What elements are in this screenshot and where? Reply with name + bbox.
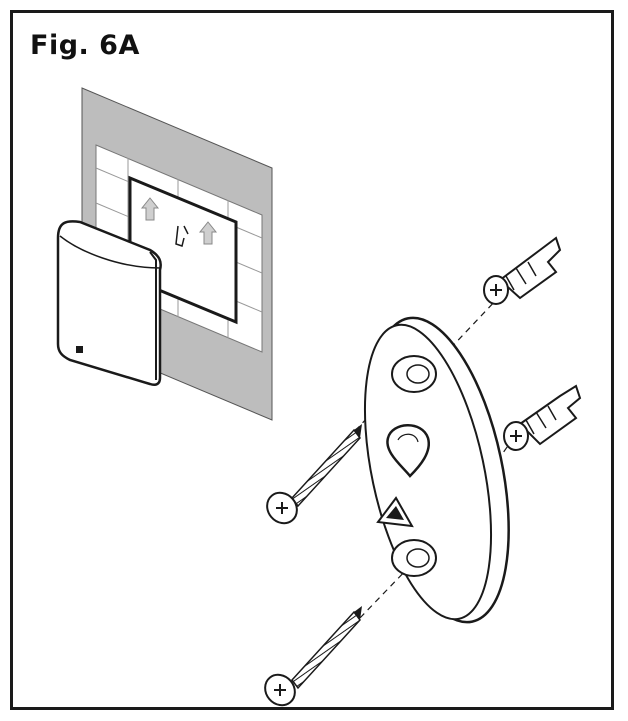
- wall-anchor-bottom: [503, 384, 582, 451]
- sensor-device: [56, 220, 162, 386]
- phillips-head-icon: [276, 502, 288, 514]
- wall-anchor-top: [483, 236, 562, 305]
- bracket-mark-icon: [175, 225, 185, 247]
- status-led: [76, 346, 83, 353]
- keyhole-slot: [386, 424, 431, 478]
- upper-screw-hole: [391, 355, 437, 393]
- figure-title: Fig. 6A: [30, 30, 140, 61]
- screw-upper: [266, 424, 362, 525]
- bp-logo: [376, 496, 414, 528]
- screw-lower: [264, 606, 362, 707]
- phillips-head-icon: [490, 284, 502, 296]
- lower-screw-hole: [391, 539, 437, 577]
- phillips-head-icon: [274, 684, 286, 696]
- oval-bracket: [363, 316, 510, 624]
- phillips-head-icon: [510, 430, 522, 442]
- up-arrow-icon: [198, 221, 218, 245]
- up-arrow-icon: [140, 197, 160, 221]
